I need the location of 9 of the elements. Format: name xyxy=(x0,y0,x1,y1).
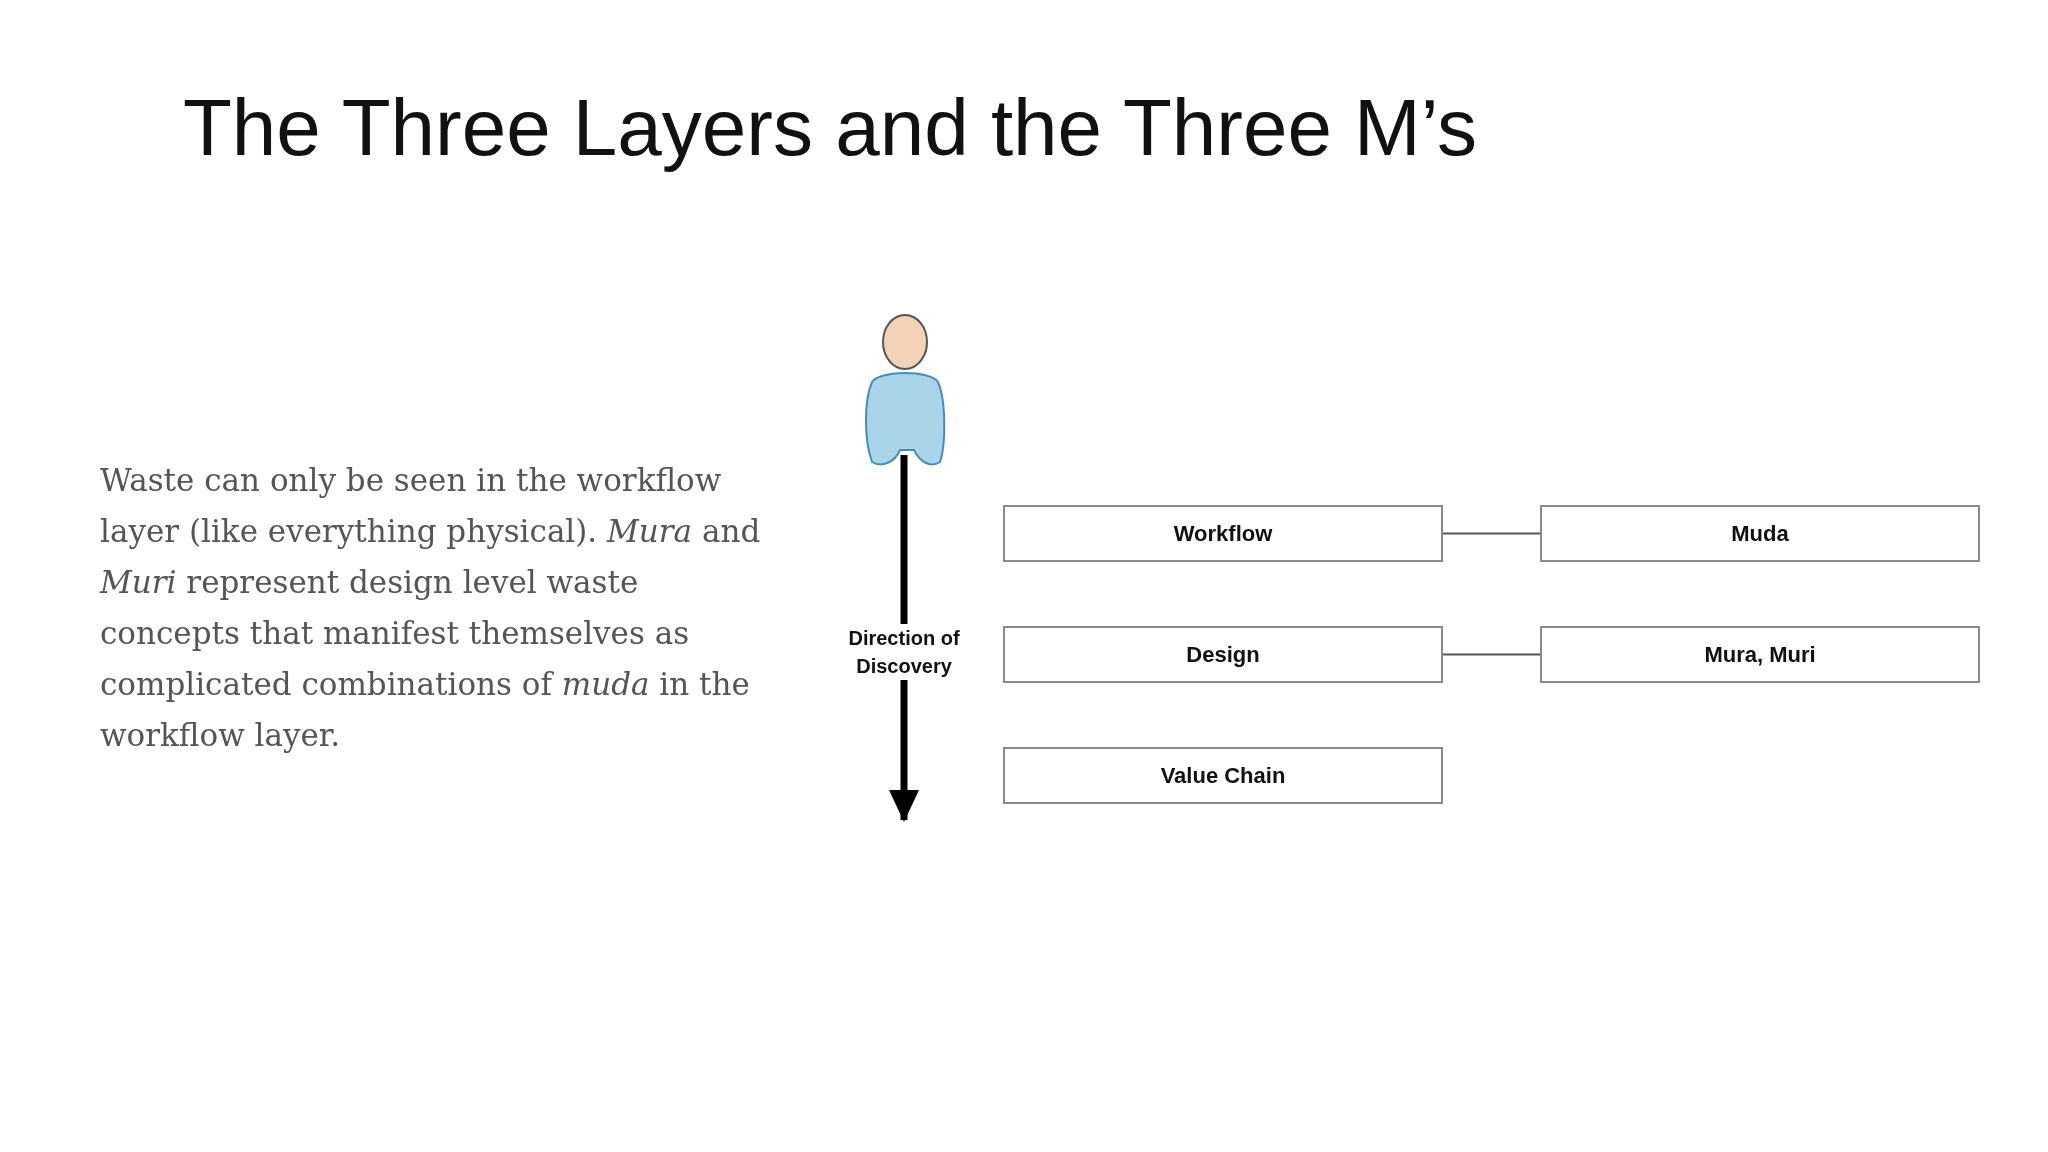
connector-line xyxy=(1442,532,1541,535)
slide-title: The Three Layers and the Three M’s xyxy=(183,82,1478,174)
layer-box: Value Chain xyxy=(1003,747,1443,804)
layer-box: Design xyxy=(1003,626,1443,683)
layer-box: Muda xyxy=(1540,505,1980,562)
layer-box: Workflow xyxy=(1003,505,1443,562)
body-paragraph: Waste can only be seen in the workflow layer (like everything physical). Mura and Muri represent design level waste concepts that manifest themselves as complicated combinations of muda in the workflow layer. xyxy=(100,461,762,755)
layer-box: Mura, Muri xyxy=(1540,626,1980,683)
connector-line xyxy=(1442,653,1541,656)
